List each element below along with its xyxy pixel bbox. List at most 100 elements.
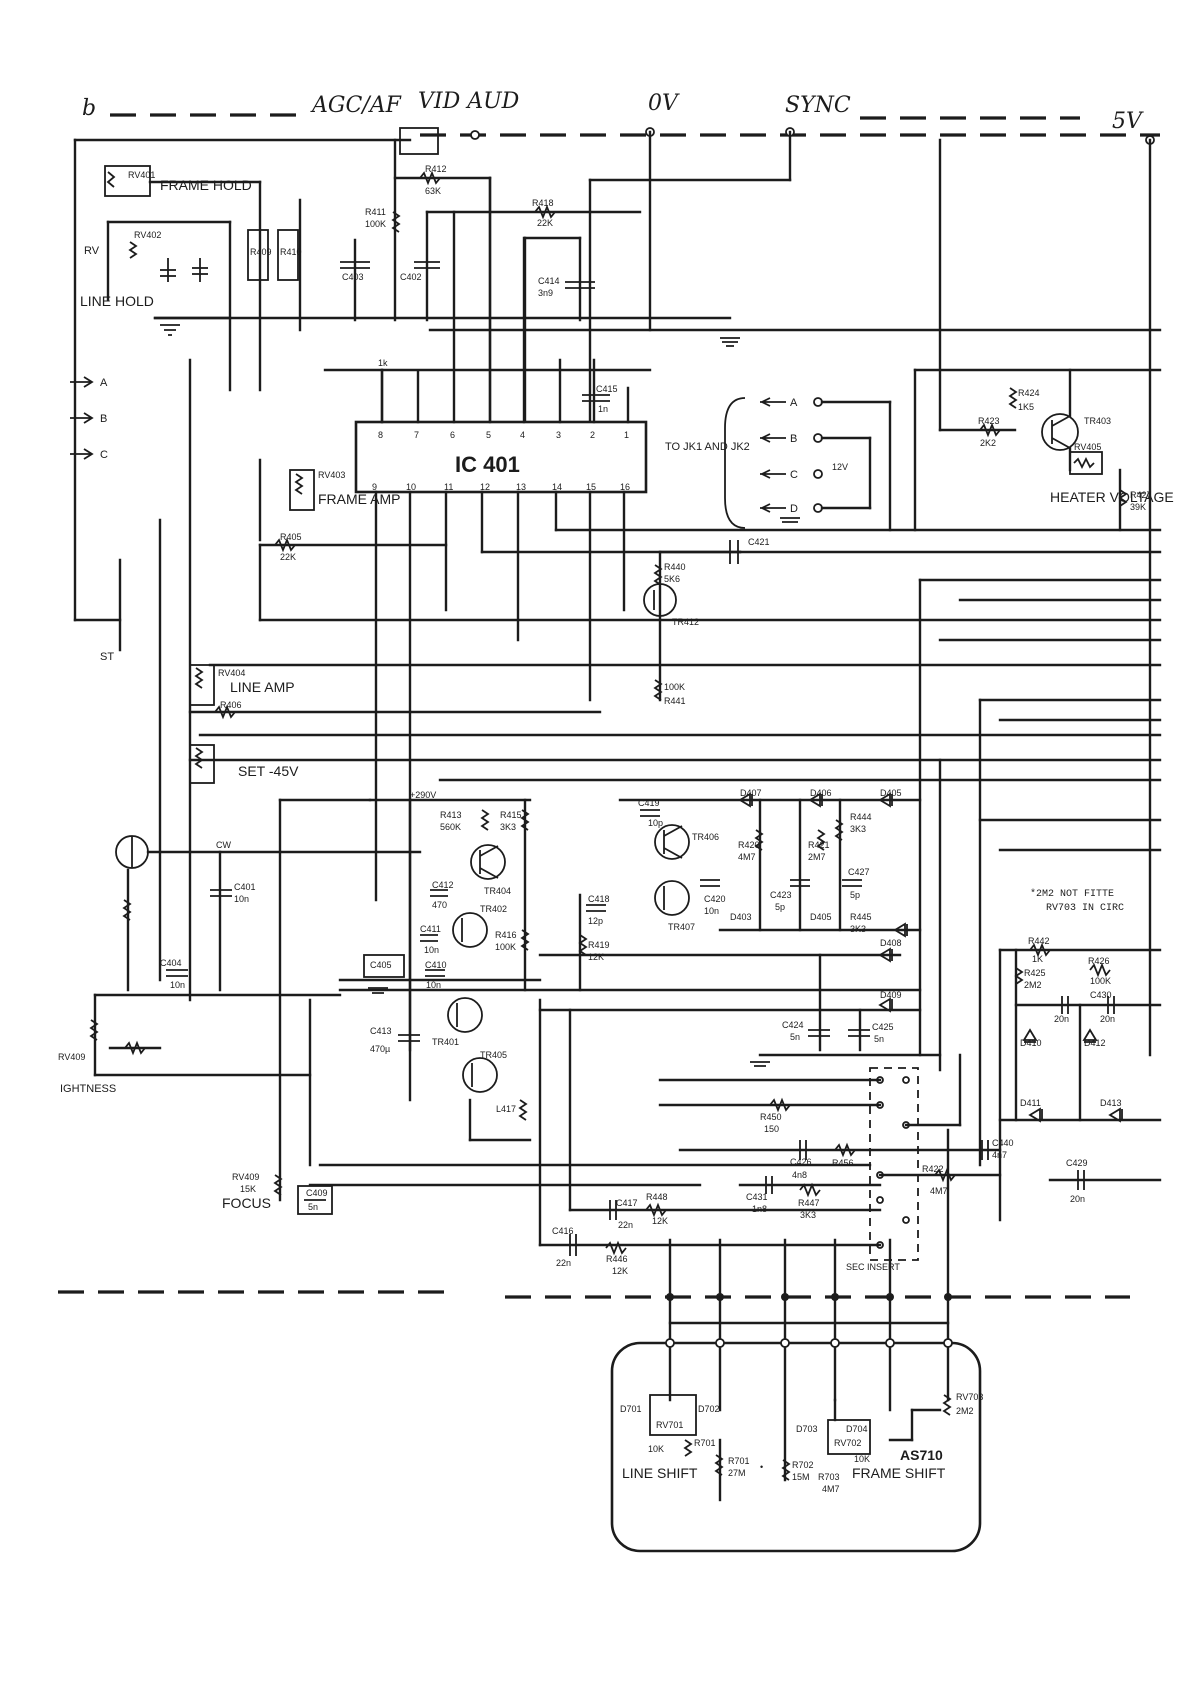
- line-amp-label: LINE AMP: [230, 679, 295, 695]
- ic-body: [354, 420, 648, 494]
- ic-pin: 13: [516, 482, 526, 492]
- c410-label: C410: [425, 960, 447, 970]
- hold-controls: RV401 FRAME HOLD RV402 RV LINE HOLD R409…: [73, 130, 1162, 622]
- sync-label: SYNC: [785, 93, 851, 118]
- svg-text:•: •: [760, 1462, 763, 1472]
- l417-label: L417: [496, 1104, 516, 1114]
- r441-label: R441: [664, 696, 686, 706]
- rv703-value: 2M2: [956, 1406, 974, 1416]
- r440-label: R440: [664, 562, 686, 572]
- c410-value: 10n: [426, 980, 441, 990]
- sec-insert-section: SEC INSERT R450 150 C426 4n8 R456 R422 4…: [308, 998, 1002, 1276]
- r405-value: 22K: [280, 552, 296, 562]
- sync-separator: C419 10p TR406 TR407 C418 12p R419 12K C…: [338, 788, 942, 1067]
- input-a-label: A: [100, 377, 108, 389]
- brightness-label: IGHTNESS: [60, 1083, 116, 1095]
- note-line-1: *2M2 NOT FITTE: [1030, 888, 1114, 900]
- c409-value: 5n: [308, 1202, 318, 1212]
- rv702-value: 10K: [854, 1454, 870, 1464]
- rv701-label: RV701: [656, 1420, 683, 1430]
- c415-value: 1n: [598, 404, 608, 414]
- r444-value: 3K3: [850, 824, 866, 834]
- sv-label: 5V: [1112, 109, 1144, 134]
- frame-shift-label: FRAME SHIFT: [852, 1465, 946, 1481]
- r446-value: 12K: [612, 1266, 628, 1276]
- ic-pin: 10: [406, 482, 416, 492]
- c426-label: C426: [790, 1157, 812, 1167]
- r413-label: R413: [440, 810, 462, 820]
- ic-top-pins: 8 7 6 5 4 3 2 1: [378, 430, 629, 440]
- r447-value: 3K3: [800, 1210, 816, 1220]
- set-45v-label: SET -45V: [238, 763, 299, 779]
- c402-label: C402: [400, 272, 422, 282]
- c415-label: C415: [596, 384, 618, 394]
- input-c-label: C: [100, 449, 108, 461]
- tr404-label: TR404: [484, 886, 511, 896]
- c419-label: C419: [638, 798, 660, 808]
- line-hold-label: LINE HOLD: [80, 293, 154, 309]
- r701-value: 27M: [728, 1468, 746, 1478]
- c440-label: C440: [992, 1138, 1014, 1148]
- rv409-value: 15K: [240, 1184, 256, 1194]
- frame-hold-label: FRAME HOLD: [160, 177, 252, 193]
- ic-pin: 5: [486, 430, 491, 440]
- r456-label: R456: [832, 1158, 854, 1168]
- heater-voltage-label: HEATER VOLTAGE: [1050, 489, 1174, 505]
- ic-pin: 9: [372, 482, 377, 492]
- d405b-label: D405: [810, 912, 832, 922]
- ic-pin: 2: [590, 430, 595, 440]
- ic-pin: 16: [620, 482, 630, 492]
- right-diode-network: R442 1K R425 2M2 R426 100K 20n C430 20n …: [981, 936, 1162, 1222]
- d403-label: D403: [730, 912, 752, 922]
- r426-label: R426: [1088, 956, 1110, 966]
- c429-value: 20n: [1070, 1194, 1085, 1204]
- r424-value: 1K5: [1018, 402, 1034, 412]
- r421-value: 2M7: [808, 852, 826, 862]
- d411-label: D411: [1020, 1098, 1041, 1108]
- c430a-value: 20n: [1054, 1014, 1069, 1024]
- rv701-value: 10K: [648, 1444, 664, 1454]
- r442-label: R442: [1028, 936, 1050, 946]
- top-bus: b AGC/AF VID AUD 0V SYNC 5V: [73, 89, 1160, 155]
- r418-label: R418: [532, 198, 554, 208]
- r701-small-label: R701: [694, 1438, 716, 1448]
- r411-label: R411: [365, 207, 386, 217]
- d702-label: D702: [698, 1404, 720, 1414]
- d701-label: D701: [620, 1404, 642, 1414]
- r702-label: R702: [792, 1460, 814, 1470]
- ov-label: 0V: [648, 91, 680, 116]
- tr405-label: TR405: [480, 1050, 507, 1060]
- r421-label: R421: [808, 840, 830, 850]
- tr401-label: TR401: [432, 1037, 459, 1047]
- r427-label: R427: [1130, 490, 1152, 500]
- c418-label: C418: [588, 894, 610, 904]
- c401-value: 10n: [234, 894, 249, 904]
- r415-label: R415: [500, 810, 522, 820]
- c425-label: C425: [872, 1022, 894, 1032]
- r423-label: R423: [978, 416, 1000, 426]
- r701-label: R701: [728, 1456, 750, 1466]
- note-block: *2M2 NOT FITTE RV703 IN CIRC: [1030, 888, 1124, 914]
- line-amp-section: ST RV404 LINE AMP R406 SET -45V: [73, 558, 1162, 784]
- r419-label: R419: [588, 940, 610, 950]
- ic-401: IC 401 8 7 6 5 4 3 2 1 9 10 11 12 13 14 …: [323, 176, 1162, 1052]
- r411-value: 100K: [365, 219, 386, 229]
- board-divider: [58, 1290, 1130, 1299]
- d409-label: D409: [880, 990, 902, 1000]
- r450-label: R450: [760, 1112, 782, 1122]
- conn-b-label: B: [790, 433, 797, 445]
- conn-d-label: D: [790, 503, 798, 515]
- d413-label: D413: [1100, 1098, 1122, 1108]
- c424-value: 5n: [790, 1032, 800, 1042]
- ic-pin: 14: [552, 482, 562, 492]
- c417-label: C417: [616, 1198, 638, 1208]
- c411-label: C411: [420, 924, 441, 934]
- d704-label: D704: [846, 1424, 868, 1434]
- rv-brightness-label: RV409: [58, 1052, 85, 1062]
- r416-label: R416: [495, 930, 517, 940]
- r424-label: R424: [1018, 388, 1040, 398]
- r447-label: R447: [798, 1198, 820, 1208]
- rv401-label: RV401: [128, 170, 155, 180]
- c420-value: 10n: [704, 906, 719, 916]
